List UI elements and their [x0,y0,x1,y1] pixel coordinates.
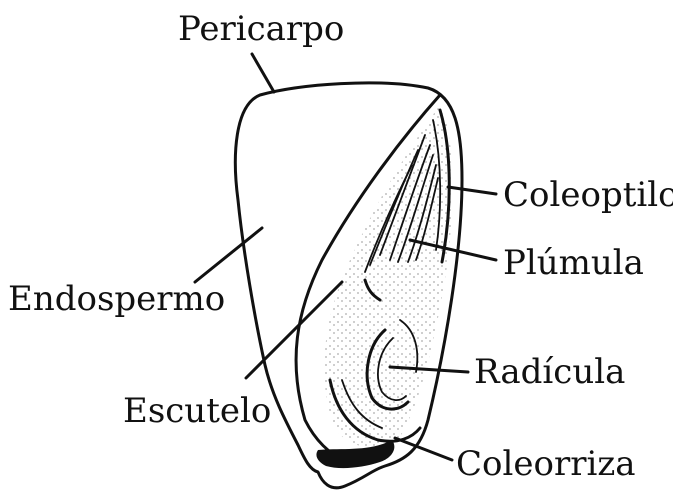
leader-pericarp [252,54,274,92]
label-plumula: Plúmula [503,243,644,283]
label-coleorriza: Coleorriza [456,444,636,484]
label-pericarpo: Pericarpo [178,9,344,49]
label-escutelo: Escutelo [123,391,271,431]
leader-endosperm [195,228,262,282]
label-endospermo: Endospermo [8,279,225,319]
leader-coleoptile [448,187,496,194]
label-coleoptilo: Coleoptilo [503,175,673,215]
label-radicula: Radícula [474,352,625,392]
